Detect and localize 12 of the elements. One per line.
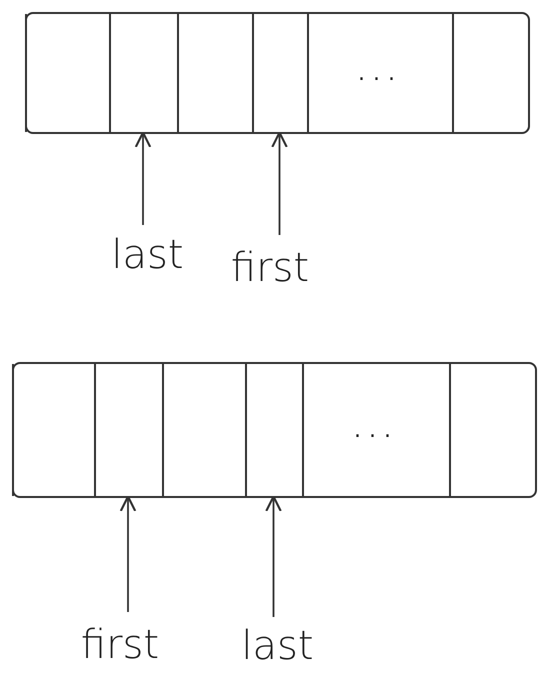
arrow: [265, 495, 282, 617]
arrow: [134, 131, 152, 225]
pointer-label: first: [220, 235, 320, 300]
array-cell: ...: [302, 364, 449, 496]
pointer-label: first: [60, 612, 180, 677]
array-cell: ...: [307, 14, 452, 132]
pointer-label: last: [105, 225, 190, 285]
array-outline: [25, 12, 530, 134]
array-outline: [12, 362, 537, 498]
pointer-label: last: [235, 617, 320, 675]
arrow: [120, 495, 136, 612]
arrow: [271, 131, 288, 235]
